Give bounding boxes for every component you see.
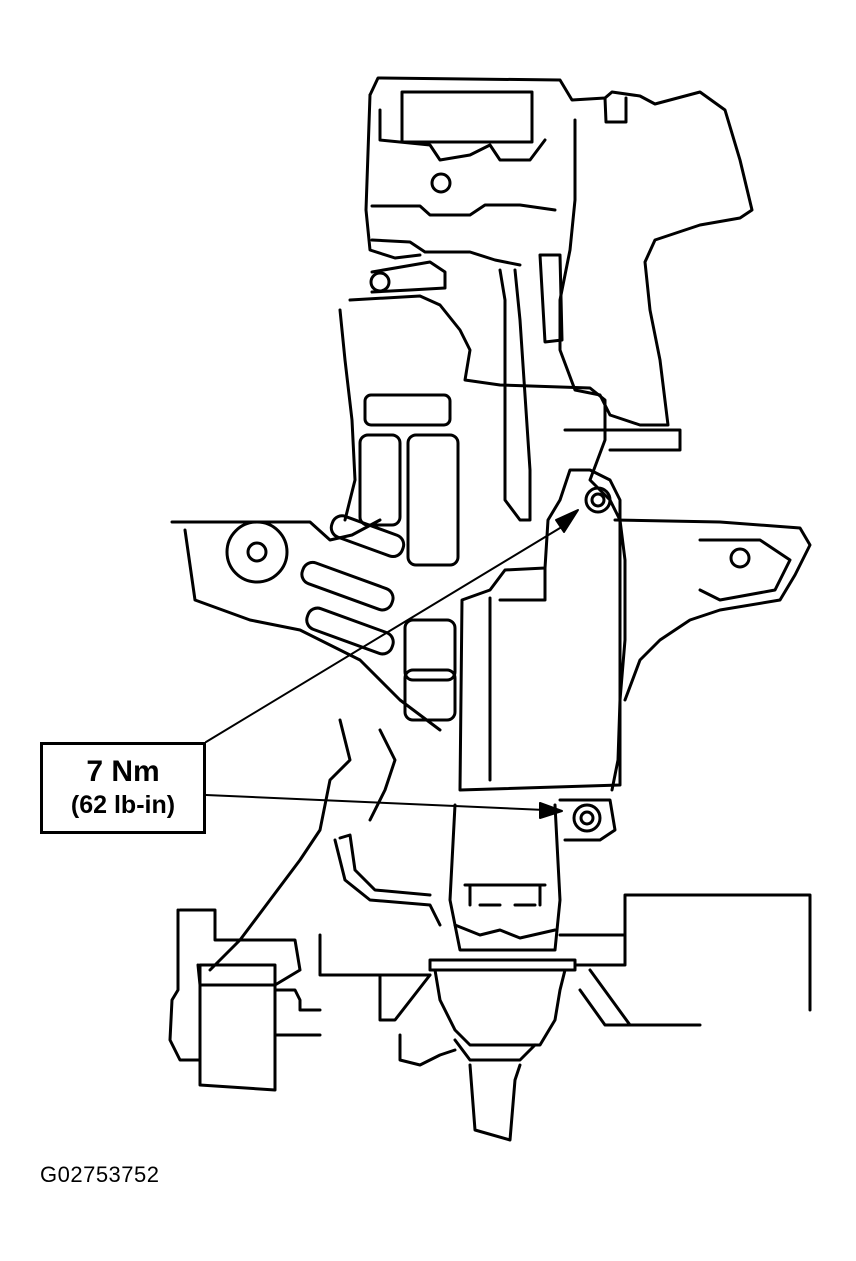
upper-housing	[364, 76, 754, 427]
leader-line-upper	[205, 527, 561, 743]
pivot-lever	[369, 260, 447, 294]
arrowhead-upper	[555, 509, 579, 533]
torque-nm-label: 7 Nm	[86, 755, 160, 788]
mounting-bracket	[170, 514, 812, 732]
connector-block	[168, 908, 322, 1092]
torque-callout: 7 Nm (62 lb-in)	[40, 742, 206, 834]
arrowhead-lower	[539, 802, 563, 819]
upper-pivot	[430, 172, 452, 194]
upper-bolt	[584, 486, 612, 514]
lower-bolt	[572, 803, 602, 833]
base-plate	[318, 893, 812, 1142]
leader-line-lower	[205, 794, 546, 811]
control-module	[458, 468, 622, 842]
bracket-bolt-right	[729, 547, 751, 569]
ignition-window	[400, 90, 534, 144]
column-body	[338, 253, 682, 792]
figure-id: G02753752	[40, 1162, 160, 1187]
callout-leader-lines	[205, 509, 579, 819]
torque-lbin-label: (62 lb-in)	[70, 791, 176, 819]
bracket-bolt-left	[246, 541, 268, 563]
lower-column	[208, 718, 562, 972]
